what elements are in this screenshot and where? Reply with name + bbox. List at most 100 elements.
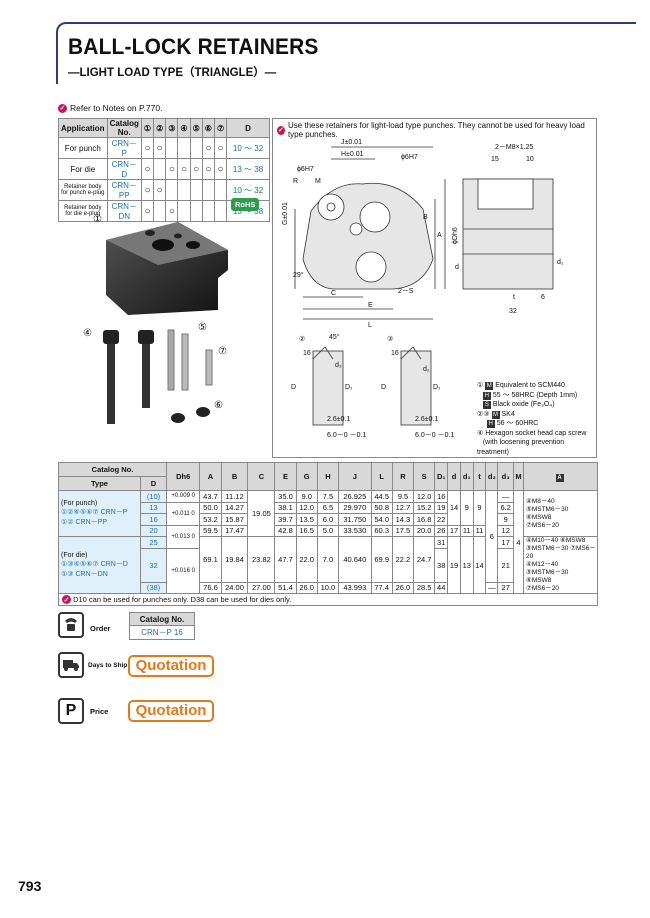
product-photos: ① xyxy=(58,200,270,450)
material-prefix: ②③ xyxy=(477,410,490,418)
b-cell: 14.27 xyxy=(220,501,249,514)
dim-g: G±0.01 xyxy=(282,202,289,225)
d-cell: 32 xyxy=(140,547,167,583)
h-cell: 7.5 xyxy=(316,490,340,503)
b-cell: 17.47 xyxy=(220,524,249,537)
material-text: Hexagon socket head cap screw xyxy=(485,429,587,437)
b-cell: 19.84 xyxy=(220,536,249,583)
tip-icon: ✓ xyxy=(277,125,285,135)
c-cell: 27.00 xyxy=(247,581,276,594)
a-cell: 53.2 xyxy=(199,513,222,526)
dim-dh6: ϕDh6 xyxy=(452,227,459,244)
catalog-cell: CRN－PP xyxy=(106,179,142,201)
table-row: For punch CRN－P ○ ○ ○ ○ 10 ～ 32 xyxy=(58,137,270,159)
col-c: C xyxy=(247,462,276,491)
l-cell: 77.4 xyxy=(370,581,393,594)
j-cell: 29.970 xyxy=(338,501,372,514)
d3-cell: 17 xyxy=(497,536,514,549)
dim-a: A xyxy=(437,232,442,239)
j-cell: 33.530 xyxy=(338,524,372,537)
h-cell: 5.0 xyxy=(316,524,340,537)
mark-cell: ○ xyxy=(189,158,203,180)
type-header: Type xyxy=(58,476,141,491)
j-cell: 31.750 xyxy=(338,513,372,526)
dh6-cell: +0.013 0 xyxy=(165,524,201,549)
col-d: d xyxy=(447,462,461,491)
d3-cell: 21 xyxy=(497,547,514,583)
acc-line: ⑦MS6－20 xyxy=(526,521,559,529)
d1-cell: 26 xyxy=(434,524,449,537)
retainer-block-image xyxy=(106,222,228,315)
a-cell: 76.6 xyxy=(199,581,222,594)
j-cell: 43.993 xyxy=(338,581,372,594)
mark-cell: ○ xyxy=(213,137,228,159)
material-text: Equivalent to SCM440 xyxy=(495,382,565,389)
col-m: M xyxy=(512,462,525,491)
die-line1: ①③④⑤⑥⑦ CRN－D xyxy=(61,560,128,568)
table-row: 32 +0.016 0 38 21 xyxy=(59,547,598,594)
acc-line: ⑤MSTM6－30 ⑦MS6－20 xyxy=(526,545,596,560)
dh6-cell: +0.009 0 xyxy=(165,490,201,503)
d1-cell: 31 xyxy=(434,536,449,549)
label-1: ① xyxy=(93,214,102,225)
material-line: (with loosening prevention treatment) xyxy=(477,438,596,457)
pins-image xyxy=(167,329,213,391)
dim-r: R xyxy=(293,178,298,185)
d3-cell: — xyxy=(497,490,514,503)
acc-line: ⑤MSTM6－30 xyxy=(526,569,569,576)
d-cell: (38) xyxy=(140,581,167,594)
mark-cell xyxy=(213,179,228,201)
b-cell: 15.87 xyxy=(220,513,249,526)
g-cell: 16.5 xyxy=(295,524,318,537)
g-cell: 9.0 xyxy=(295,490,318,503)
acc-line: ⑥MSW8 xyxy=(526,577,552,584)
dim-e: E xyxy=(368,302,373,309)
dim-16: 16 xyxy=(303,350,311,357)
label-4: ④ xyxy=(83,328,92,339)
col-h: H xyxy=(316,462,340,491)
material-badge: H xyxy=(486,420,495,428)
refer-note: ✓ Refer to Notes on P.770. xyxy=(58,103,162,113)
dim-b: B xyxy=(423,214,428,221)
d-header: D xyxy=(140,476,167,491)
dim-60: 6.0－0 －0.1 xyxy=(327,432,366,439)
col-d2: d₂ xyxy=(485,462,499,491)
dim-d2: d₂ xyxy=(423,366,430,373)
drawing-note-text: Use these retainers for light-load type … xyxy=(287,121,585,139)
d3-cell: 27 xyxy=(497,581,514,594)
punch-type-cell: (For punch) ①②④⑤⑥⑦ CRN－P ①② CRN－PP xyxy=(58,490,141,537)
h-cell: 6.5 xyxy=(316,501,340,514)
dim-j: J±0.01 xyxy=(341,139,362,146)
material-badge: H xyxy=(482,391,491,400)
drawing-svg: J±0.01 H±0.01 ϕ6H7 ϕ6H7 R M G±0.01 B A 2… xyxy=(282,139,564,439)
col-r: R xyxy=(391,462,415,491)
dim-s: 2－S xyxy=(398,288,414,295)
table-row: For die CRN－D ○ ○ ○ ○ ○ ○ 13 ～ 38 xyxy=(58,158,270,180)
price-quotation[interactable]: Quotation xyxy=(128,700,214,722)
dim-6: 6 xyxy=(541,294,545,301)
d-cell: 10 ～ 32 xyxy=(226,137,270,159)
col-1: ① xyxy=(140,118,155,138)
dim-32: 32 xyxy=(509,308,517,315)
dim-c: C xyxy=(331,290,336,297)
mark-cell: ○ xyxy=(140,179,155,201)
g-cell: 26.0 xyxy=(295,581,318,594)
mark-cell: ○ xyxy=(140,158,155,180)
g-cell: 13.5 xyxy=(295,513,318,526)
dim-t: t xyxy=(513,294,515,301)
die-type-cell: (For die) ①③④⑤⑥⑦ CRN－D ①③ CRN－DN xyxy=(58,536,141,594)
dd1-cell: 13 xyxy=(459,536,474,594)
h-cell: 10.0 xyxy=(316,581,340,594)
dim-big-d: D xyxy=(291,384,296,391)
catalog-header: Catalog No. xyxy=(58,462,167,477)
days-to-ship-quotation[interactable]: Quotation xyxy=(128,655,214,677)
d1-cell: 19 xyxy=(434,501,449,514)
dim-m: M xyxy=(315,178,321,185)
accessory-cell: ④M10－40 ⑥MSW8 ⑤MSTM6－30 ⑦MS6－20 ④M12－40 … xyxy=(523,536,598,594)
acc-line: ⑤MSTM6－30 xyxy=(526,505,569,513)
col-d3: d₃ xyxy=(497,462,514,491)
app-cell: Retainer body for die e-plug xyxy=(58,200,108,222)
order-catalog-box: Catalog No. CRN－P 16 xyxy=(129,612,195,640)
c-cell: 23.82 xyxy=(247,536,276,583)
